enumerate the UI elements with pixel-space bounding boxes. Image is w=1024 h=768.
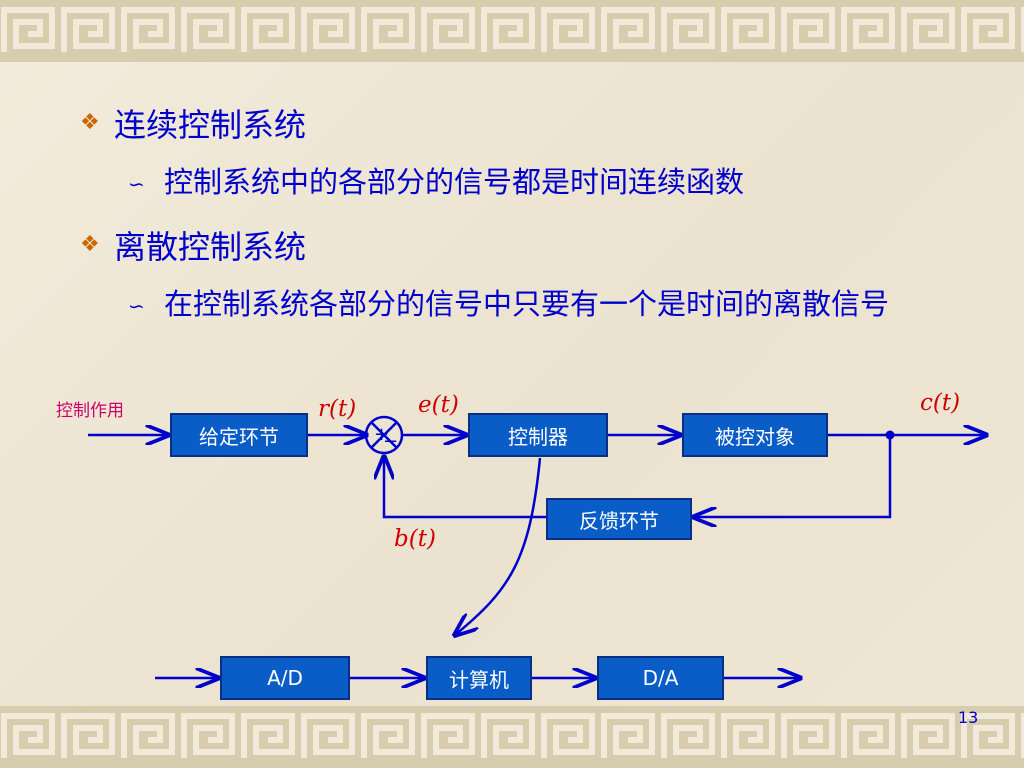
diamond-bullet-icon: ❖ (80, 110, 100, 135)
block-feedback: 反馈环节 (546, 498, 692, 540)
signal-r: r(t) (318, 396, 357, 422)
signal-b: b(t) (394, 526, 436, 552)
signal-c: c(t) (920, 390, 961, 416)
bullet-text: 在控制系统各部分的信号中只要有一个是时间的离散信号 (164, 287, 890, 321)
bullet-text: 控制系统中的各部分的信号都是时间连续函数 (164, 165, 745, 199)
bullet-continuous-system: ❖ 连续控制系统 (80, 100, 306, 146)
bullet-text: 离散控制系统 (114, 228, 307, 266)
link-bullet-icon: ∽ (128, 172, 145, 196)
sub-bullet-discrete-definition: ∽ 在控制系统各部分的信号中只要有一个是时间的离散信号 (128, 284, 1004, 326)
summing-junction (364, 415, 404, 455)
block-da: D/A (597, 656, 724, 700)
decorative-bottom-border (0, 706, 1024, 768)
link-bullet-icon: ∽ (128, 294, 145, 318)
plus-sign: + (374, 424, 390, 445)
block-ad: A/D (220, 656, 350, 700)
decorative-top-border (0, 0, 1024, 62)
bullet-text: 连续控制系统 (114, 106, 307, 144)
block-given: 给定环节 (170, 413, 308, 457)
bullet-discrete-system: ❖ 离散控制系统 (80, 222, 306, 268)
minus-sign: − (383, 431, 399, 452)
diamond-bullet-icon: ❖ (80, 232, 100, 257)
block-computer: 计算机 (426, 656, 532, 700)
block-plant: 被控对象 (682, 413, 828, 457)
branch-point (885, 430, 895, 440)
page-number: 13 (958, 708, 979, 727)
signal-e: e(t) (418, 392, 459, 418)
sub-bullet-continuous-definition: ∽ 控制系统中的各部分的信号都是时间连续函数 (128, 162, 1014, 204)
input-label: 控制作用 (56, 401, 124, 421)
block-controller: 控制器 (468, 413, 608, 457)
